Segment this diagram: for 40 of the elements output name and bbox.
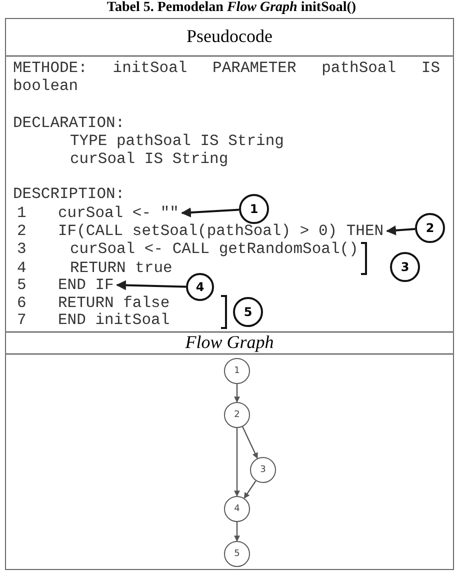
- line-number: 6: [17, 294, 26, 312]
- callout-circle: 5: [233, 297, 263, 327]
- graph-node-circle: 4: [224, 496, 250, 522]
- graph-node-circle: 2: [224, 402, 250, 428]
- code-line: IF(CALL setSoal(pathSoal) > 0) THEN: [58, 222, 384, 240]
- arrow: [234, 384, 240, 403]
- line-number: 2: [17, 222, 26, 240]
- column-header: Pseudocode: [186, 26, 274, 47]
- arrow: [234, 522, 240, 542]
- code-line: END initSoal: [58, 311, 170, 329]
- code-line: END IF: [58, 276, 114, 294]
- code-line: DESCRIPTION:: [13, 185, 125, 203]
- callout-circle: 4: [186, 273, 214, 301]
- leader-line: [116, 280, 186, 290]
- leader-line: [386, 225, 416, 236]
- line-number: 7: [17, 311, 26, 329]
- code-line: curSoal <- CALL getRandomSoal(): [70, 240, 358, 258]
- line-number: 5: [17, 276, 26, 294]
- code-line: DECLARATION:: [13, 114, 125, 132]
- callout-circle: 1: [239, 194, 269, 224]
- code-line: RETURN false: [58, 294, 170, 312]
- code-line: TYPE pathSoal IS String: [70, 132, 284, 150]
- code-line: RETURN true: [70, 259, 172, 277]
- line-number: 1: [17, 204, 26, 222]
- table-title: Tabel 5. Pemodelan Flow Graph initSoal(): [106, 0, 358, 16]
- code-line: curSoal <- "": [58, 204, 179, 222]
- callout-circle: 3: [390, 252, 420, 282]
- column-header: Flow Graph: [184, 332, 275, 353]
- line-number: 4: [17, 259, 26, 277]
- graph-node-circle: 3: [250, 457, 276, 483]
- arrow: [234, 428, 240, 497]
- code-line: METHODE: initSoal PARAMETER pathSoal IS boolean: [13, 59, 440, 95]
- line-number: 3: [17, 240, 26, 258]
- graph-node-circle: 5: [224, 541, 250, 567]
- callout-circle: 2: [415, 213, 445, 243]
- arrow: [244, 480, 256, 499]
- arrow: [242, 426, 258, 459]
- code-line: curSoal IS String: [70, 150, 228, 168]
- graph-node-circle: 1: [224, 358, 250, 384]
- leader-line: [181, 208, 240, 218]
